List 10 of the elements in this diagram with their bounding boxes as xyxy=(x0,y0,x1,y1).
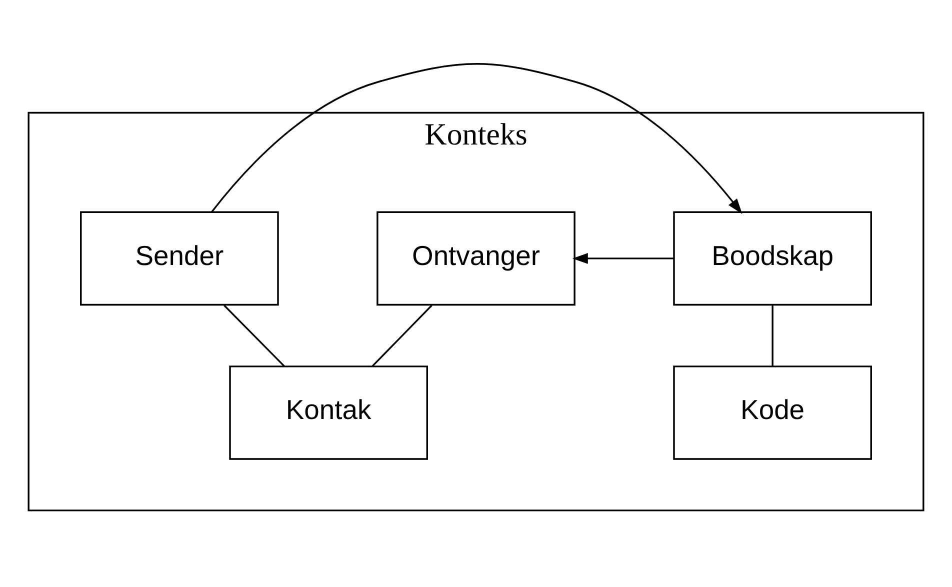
node-box: Sender xyxy=(80,210,279,306)
connector xyxy=(224,304,285,366)
node-box: Kode xyxy=(673,365,872,460)
node-box: Kontak xyxy=(229,365,428,460)
node-box: Boodskap xyxy=(673,210,872,306)
arrow xyxy=(572,252,674,264)
node-box: Ontvanger xyxy=(376,210,576,306)
connector xyxy=(372,304,432,366)
arrow xyxy=(211,62,742,214)
connector xyxy=(772,304,774,366)
